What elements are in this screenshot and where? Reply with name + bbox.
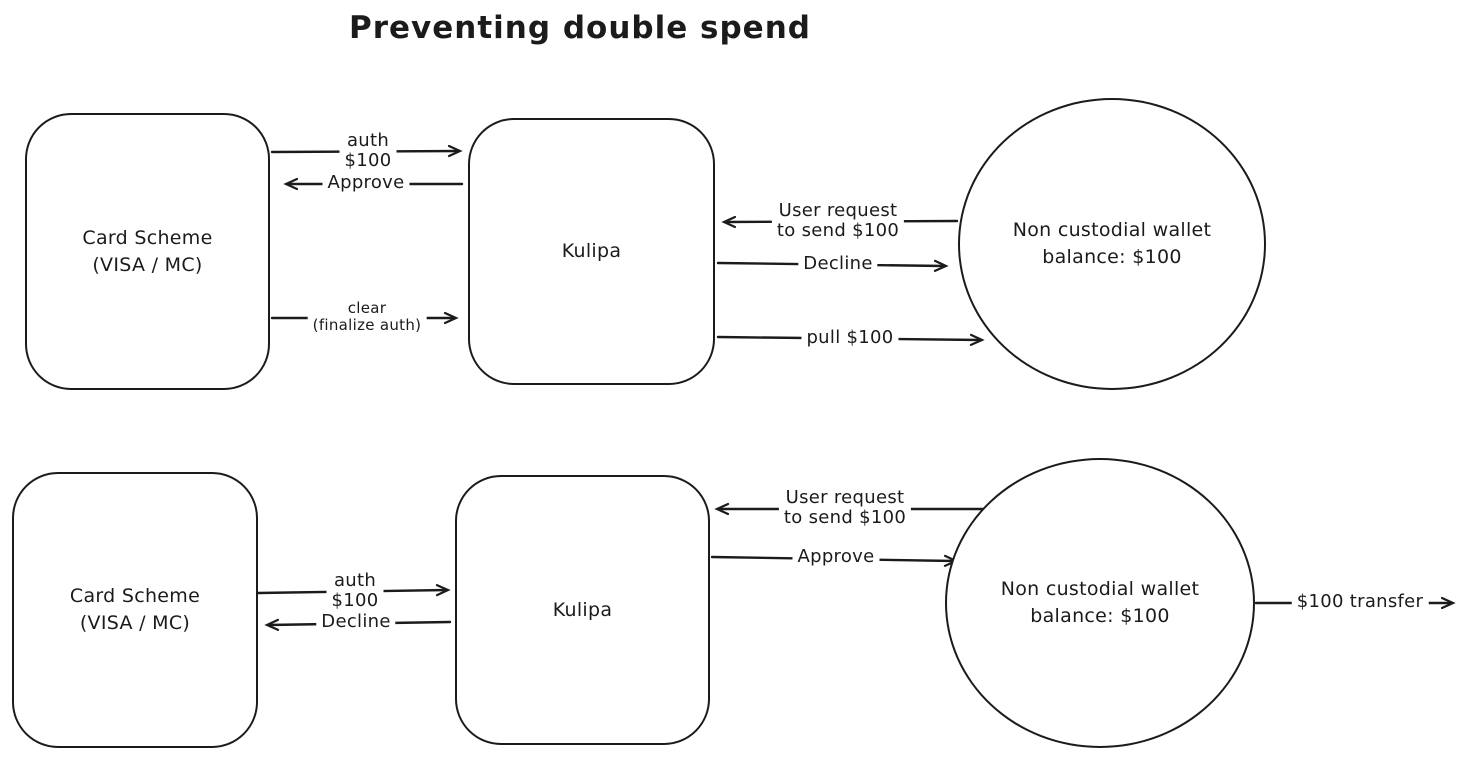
node-label: Non custodial wallet balance: $100 [1012, 219, 1212, 268]
node-label: Card Scheme (VISA / MC) [82, 226, 213, 276]
arrow-label-user-request-top[interactable]: User request to send $100 [771, 200, 905, 242]
arrow-label-transfer-bottom[interactable]: $100 transfer [1291, 591, 1429, 613]
arrow-label-decline-bottom[interactable]: Decline [316, 611, 396, 633]
node-label: Kulipa [552, 598, 613, 621]
arrow-label-auth-bottom[interactable]: auth $100 [326, 570, 384, 612]
diagram-title: Preventing double spend [349, 10, 811, 46]
node-label: Non custodial wallet balance: $100 [1000, 578, 1200, 627]
node-card-scheme-top[interactable]: Card Scheme (VISA / MC) [25, 113, 270, 390]
arrow-label-clear-top[interactable]: clear (finalize auth) [307, 299, 427, 335]
node-wallet-bottom[interactable]: Non custodial wallet balance: $100 [945, 458, 1255, 748]
arrow-label-user-request-bottom[interactable]: User request to send $100 [778, 487, 912, 529]
node-label: Kulipa [561, 240, 622, 262]
arrow-label-approve-top[interactable]: Approve [322, 172, 410, 194]
arrow-label-approve-bottom[interactable]: Approve [792, 546, 880, 568]
node-wallet-top[interactable]: Non custodial wallet balance: $100 [958, 98, 1266, 390]
arrow-label-pull-top[interactable]: pull $100 [801, 327, 899, 349]
node-card-scheme-bottom[interactable]: Card Scheme (VISA / MC) [12, 472, 258, 748]
arrow-label-decline-top[interactable]: Decline [798, 253, 878, 275]
node-kulipa-top[interactable]: Kulipa [468, 118, 715, 385]
arrow-label-auth-top[interactable]: auth $100 [339, 130, 397, 172]
node-kulipa-bottom[interactable]: Kulipa [455, 475, 710, 745]
node-label: Card Scheme (VISA / MC) [69, 585, 201, 634]
